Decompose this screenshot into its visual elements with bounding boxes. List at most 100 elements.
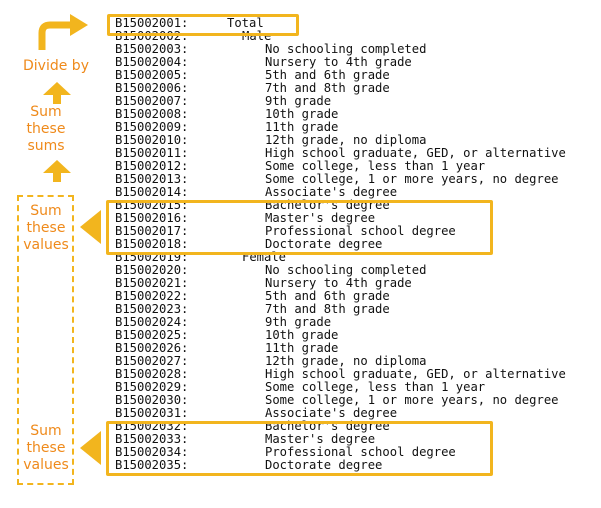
table-row: B15002004: Nursery to 4th grade (115, 56, 595, 69)
row-code: B15002034: (115, 445, 189, 459)
table-row: B15002026:11th grade (115, 342, 595, 355)
row-code: B15002003: (115, 42, 189, 56)
row-code: B15002035: (115, 458, 189, 472)
table-row: B15002031: Associate's degree (115, 407, 595, 420)
row-label: 9th grade (265, 315, 332, 329)
row-code: B15002010: (115, 133, 189, 147)
row-label: Male (242, 29, 272, 43)
row-code: B15002020: (115, 263, 189, 277)
total-highlight-box (107, 14, 299, 36)
table-row: B15002035: Doctorate degree (115, 459, 595, 472)
row-label: Total (227, 16, 264, 30)
row-label: 11th grade (265, 341, 339, 355)
row-code: B15002023: (115, 302, 189, 316)
left-arrow-upper-icon (80, 210, 101, 244)
table-row: B15002023: 7th and 8th grade (115, 303, 595, 316)
table-row: B15002033: Master's degree (115, 433, 595, 446)
row-label: Some college, 1 or more years, no degree (265, 172, 559, 186)
row-code: B15002030: (115, 393, 189, 407)
table-row: B15002006:7th and 8th grade (115, 82, 595, 95)
row-label: No schooling completed (265, 42, 427, 56)
sum-these-values-note-2: Sum these values (23, 423, 69, 473)
table-row: B15002034: Professional school degree (115, 446, 595, 459)
row-label: Associate's degree (265, 406, 398, 420)
table-row: B15002011: High school graduate, GED, or … (115, 147, 595, 160)
table-row: B15002016: Master's degree (115, 212, 595, 225)
table-row: B15002012: Some college, less than 1 year (115, 160, 595, 173)
row-label: Some college, less than 1 year (265, 159, 486, 173)
table-row: B15002021: Nursery to 4th grade (115, 277, 595, 290)
row-label: Doctorate degree (265, 237, 383, 251)
row-code: B15002031: (115, 406, 189, 420)
row-label: 12th grade, no diploma (265, 133, 427, 147)
table-row: B15002008: 10th grade (115, 108, 595, 121)
row-label: Some college, less than 1 year (265, 380, 486, 394)
row-code: B15002011: (115, 146, 189, 160)
row-label: 9th grade (265, 94, 332, 108)
row-label: Some college, 1 or more years, no degree (265, 393, 559, 407)
table-row: B15002017: Professional school degree (115, 225, 595, 238)
left-notes-dashed-box (17, 195, 74, 485)
table-row: B15002025: 10th grade (115, 329, 595, 342)
table-row: B15002001: Total (115, 17, 595, 30)
row-label: Master's degree (265, 211, 376, 225)
row-label: 10th grade (265, 328, 339, 342)
table-row: B15002007: 9th grade (115, 95, 595, 108)
table-row: B15002003: No schooling completed (115, 43, 595, 56)
row-code: B15002007: (115, 94, 189, 108)
row-label: Nursery to 4th grade (265, 55, 412, 69)
row-label: High school graduate, GED, or alternativ… (265, 367, 566, 381)
row-code: B15002008: (115, 107, 189, 121)
row-label: Professional school degree (265, 224, 456, 238)
row-code: B15002022: (115, 289, 189, 303)
table-row: B15002002: Male (115, 30, 595, 43)
row-code: B15002002: (115, 29, 189, 43)
bent-arrow-to-total-icon (38, 21, 72, 50)
row-code: B15002029: (115, 380, 189, 394)
row-label: 5th and 6th grade (265, 289, 390, 303)
up-arrow-2-icon (43, 160, 71, 182)
row-label: 12th grade, no diploma (265, 354, 427, 368)
up-arrow-1-icon (43, 82, 71, 104)
female-degrees-highlight-box (106, 421, 493, 476)
table-row: B15002020: No schooling completed (115, 264, 595, 277)
row-label: Nursery to 4th grade (265, 276, 412, 290)
row-label: High school graduate, GED, or alternativ… (265, 146, 566, 160)
row-code: B15002016: (115, 211, 189, 225)
row-label: 10th grade (265, 107, 339, 121)
row-label: Associate's degree (265, 185, 398, 199)
bent-arrow-head-icon (70, 14, 88, 36)
row-label: Professional school degree (265, 445, 456, 459)
table-row: B15002010: 12th grade, no diploma (115, 134, 595, 147)
table-row: B15002029: Some college, less than 1 year (115, 381, 595, 394)
row-code: B15002009: (115, 120, 189, 134)
row-code: B15002033: (115, 432, 189, 446)
row-label: Doctorate degree (265, 458, 383, 472)
row-code: B15002013: (115, 172, 189, 186)
table-row: B15002018: Doctorate degree (115, 238, 595, 251)
table-row: B15002009: 11th grade (115, 121, 595, 134)
table-row: B15002014: Associate's degree (115, 186, 595, 199)
row-code: B15002025: (115, 328, 189, 342)
table-row: B15002022: 5th and 6th grade (115, 290, 595, 303)
left-arrow-lower-icon (80, 431, 101, 465)
table-row: B15002027:12th grade, no diploma (115, 355, 595, 368)
row-code: B15002028: (115, 367, 189, 381)
row-label: No schooling completed (265, 263, 427, 277)
row-label: Master's degree (265, 432, 376, 446)
row-code: B15002021: (115, 276, 189, 290)
row-code: B15002004: (115, 55, 189, 69)
row-label: 7th and 8th grade (265, 81, 390, 95)
row-code: B15002012: (115, 159, 189, 173)
row-code: B15002018: (115, 237, 189, 251)
row-code: B15002017: (115, 224, 189, 238)
male-degrees-highlight-box (106, 200, 493, 255)
row-code: B15002001: (115, 16, 189, 30)
divide-by-note: Divide by (23, 58, 89, 74)
row-label: 11th grade (265, 120, 339, 134)
row-label: 7th and 8th grade (265, 302, 390, 316)
row-code: B15002014: (115, 185, 189, 199)
row-code: B15002024: (115, 315, 189, 329)
